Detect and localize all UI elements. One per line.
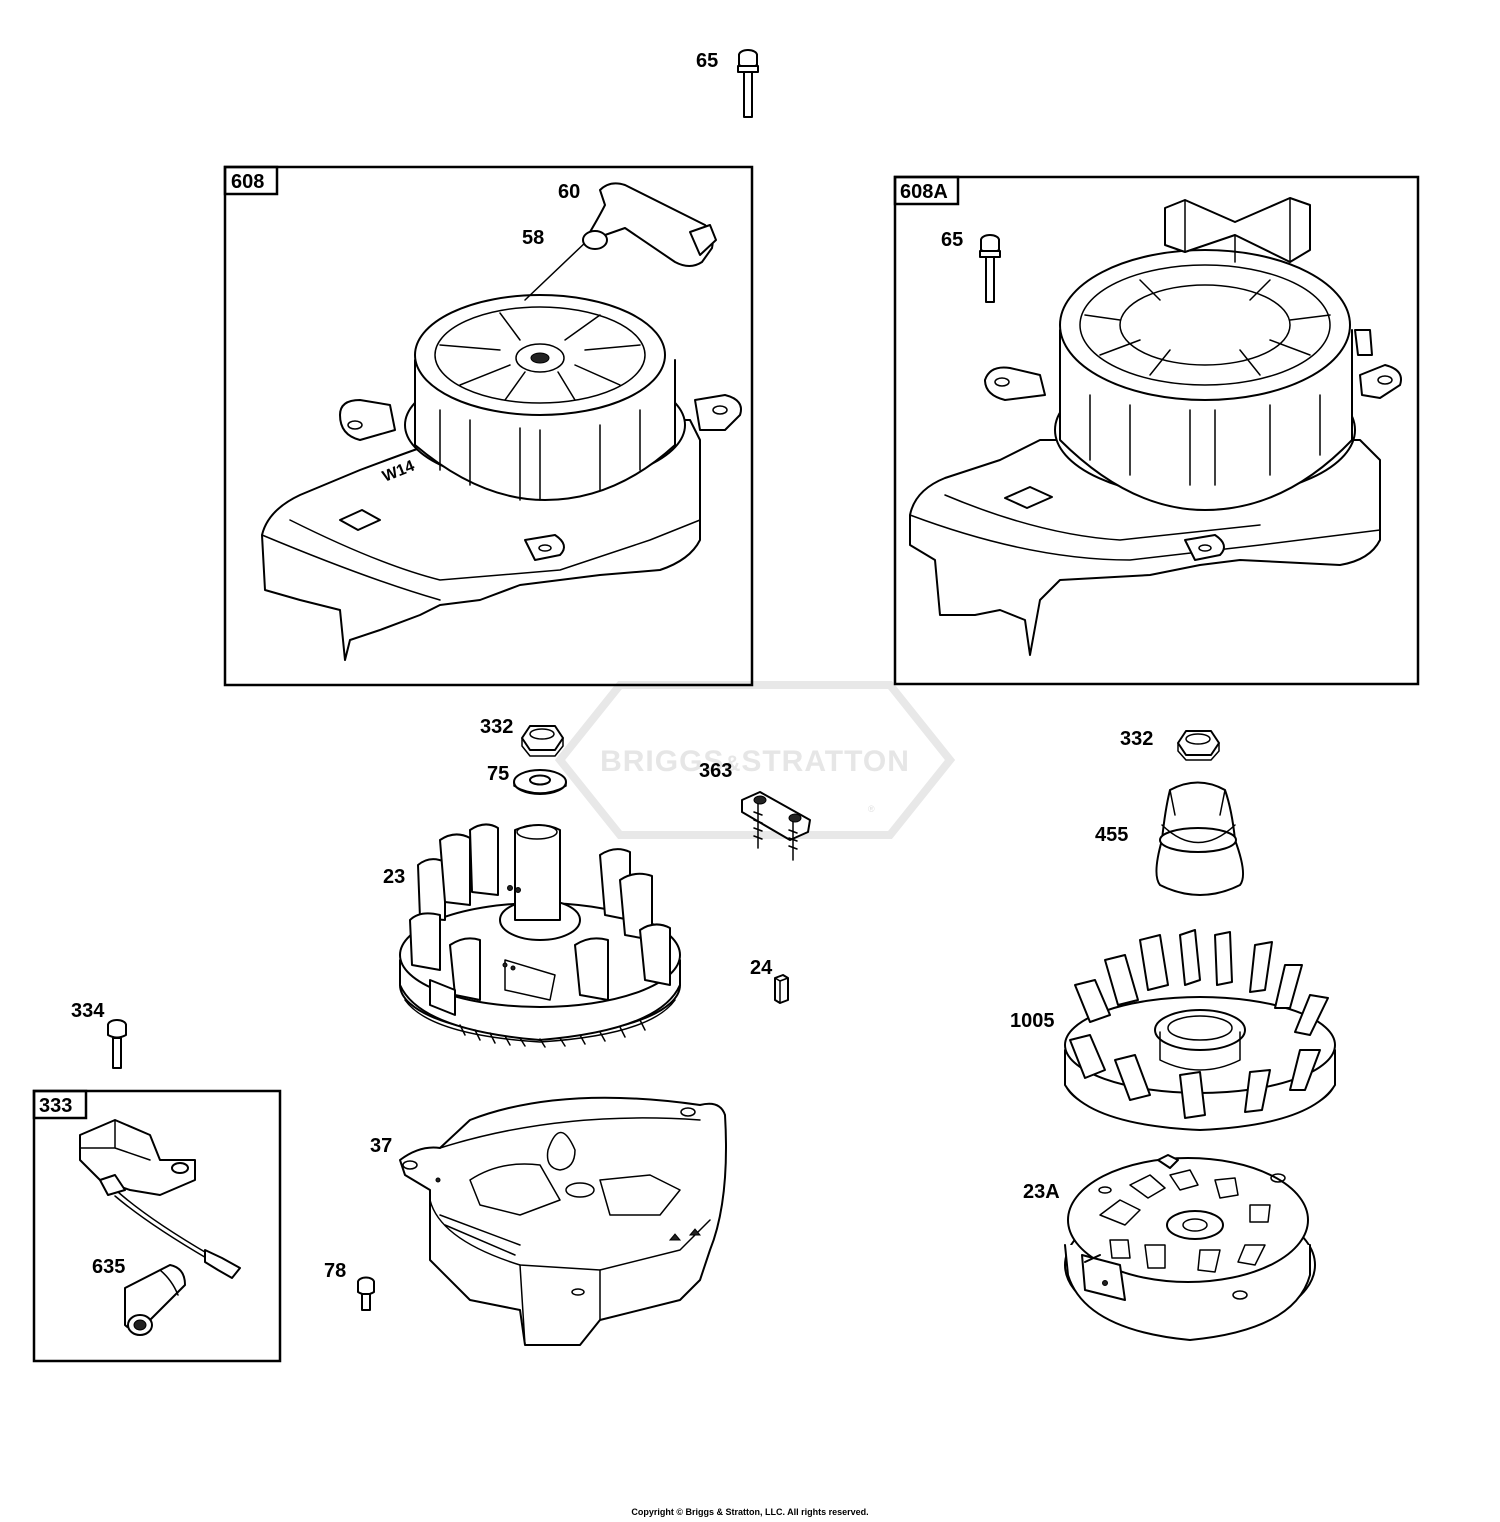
- box-608a-label: 608A: [900, 181, 948, 203]
- label-455: 455: [1095, 824, 1128, 846]
- part-455-starter-cup[interactable]: [1155, 781, 1245, 896]
- part-332-nut-left[interactable]: [521, 725, 564, 757]
- part-1005-fan[interactable]: [1064, 929, 1336, 1131]
- part-58-starter-rope[interactable]: [524, 239, 589, 301]
- box-333-tag: [32, 1089, 88, 1120]
- part-65-bolt-top[interactable]: [737, 49, 759, 118]
- part-65-bolt-box[interactable]: [979, 234, 1001, 303]
- box-608-tag: [223, 165, 279, 196]
- part-363-bracket[interactable]: [741, 791, 811, 861]
- watermark-brand-text: BRIGGS&STRATTON: [600, 745, 910, 778]
- label-23a: 23A: [1023, 1181, 1060, 1203]
- part-75-washer[interactable]: [513, 769, 567, 795]
- box-608-label: 608: [231, 171, 264, 193]
- label-332-right: 332: [1120, 728, 1153, 750]
- label-1005: 1005: [1010, 1010, 1055, 1032]
- box-333-label: 333: [39, 1095, 72, 1117]
- part-333-ignition-armature[interactable]: [79, 1119, 241, 1279]
- label-58: 58: [522, 227, 544, 249]
- label-65-top: 65: [696, 50, 718, 72]
- box-608a-frame: [893, 175, 1420, 686]
- label-75: 75: [487, 763, 509, 785]
- label-78: 78: [324, 1260, 346, 1282]
- part-24-flywheel-key[interactable]: [774, 974, 789, 1004]
- label-65-box: 65: [941, 229, 963, 251]
- copyright-footer: Copyright © Briggs & Stratton, LLC. All …: [631, 1507, 869, 1517]
- part-78-screw[interactable]: [357, 1276, 375, 1311]
- watermark-registered-mark: ®: [868, 804, 875, 814]
- part-332-nut-right[interactable]: [1177, 730, 1220, 761]
- label-363: 363: [699, 760, 732, 782]
- label-24: 24: [750, 957, 773, 979]
- label-332-left: 332: [480, 716, 513, 738]
- brand-watermark: BRIGGS&STRATTON ®: [554, 681, 956, 839]
- part-334-bolt[interactable]: [107, 1019, 127, 1069]
- part-635-spark-plug-boot[interactable]: [124, 1264, 186, 1336]
- part-23a-flywheel[interactable]: [1064, 1154, 1316, 1341]
- label-334: 334: [71, 1000, 105, 1022]
- part-608-rewind-starter[interactable]: W14: [261, 294, 742, 661]
- label-23: 23: [383, 866, 405, 888]
- part-608a-rewind-starter[interactable]: [909, 197, 1402, 656]
- part-23-flywheel[interactable]: [399, 823, 681, 1048]
- box-333-frame: [32, 1089, 282, 1363]
- box-608a-tag: [893, 175, 960, 206]
- label-635: 635: [92, 1256, 125, 1278]
- box-608-frame: [223, 165, 754, 687]
- part-60-starter-handle[interactable]: [582, 182, 717, 267]
- label-37: 37: [370, 1135, 392, 1157]
- part-37-blower-housing[interactable]: [399, 1096, 727, 1346]
- label-60: 60: [558, 181, 580, 203]
